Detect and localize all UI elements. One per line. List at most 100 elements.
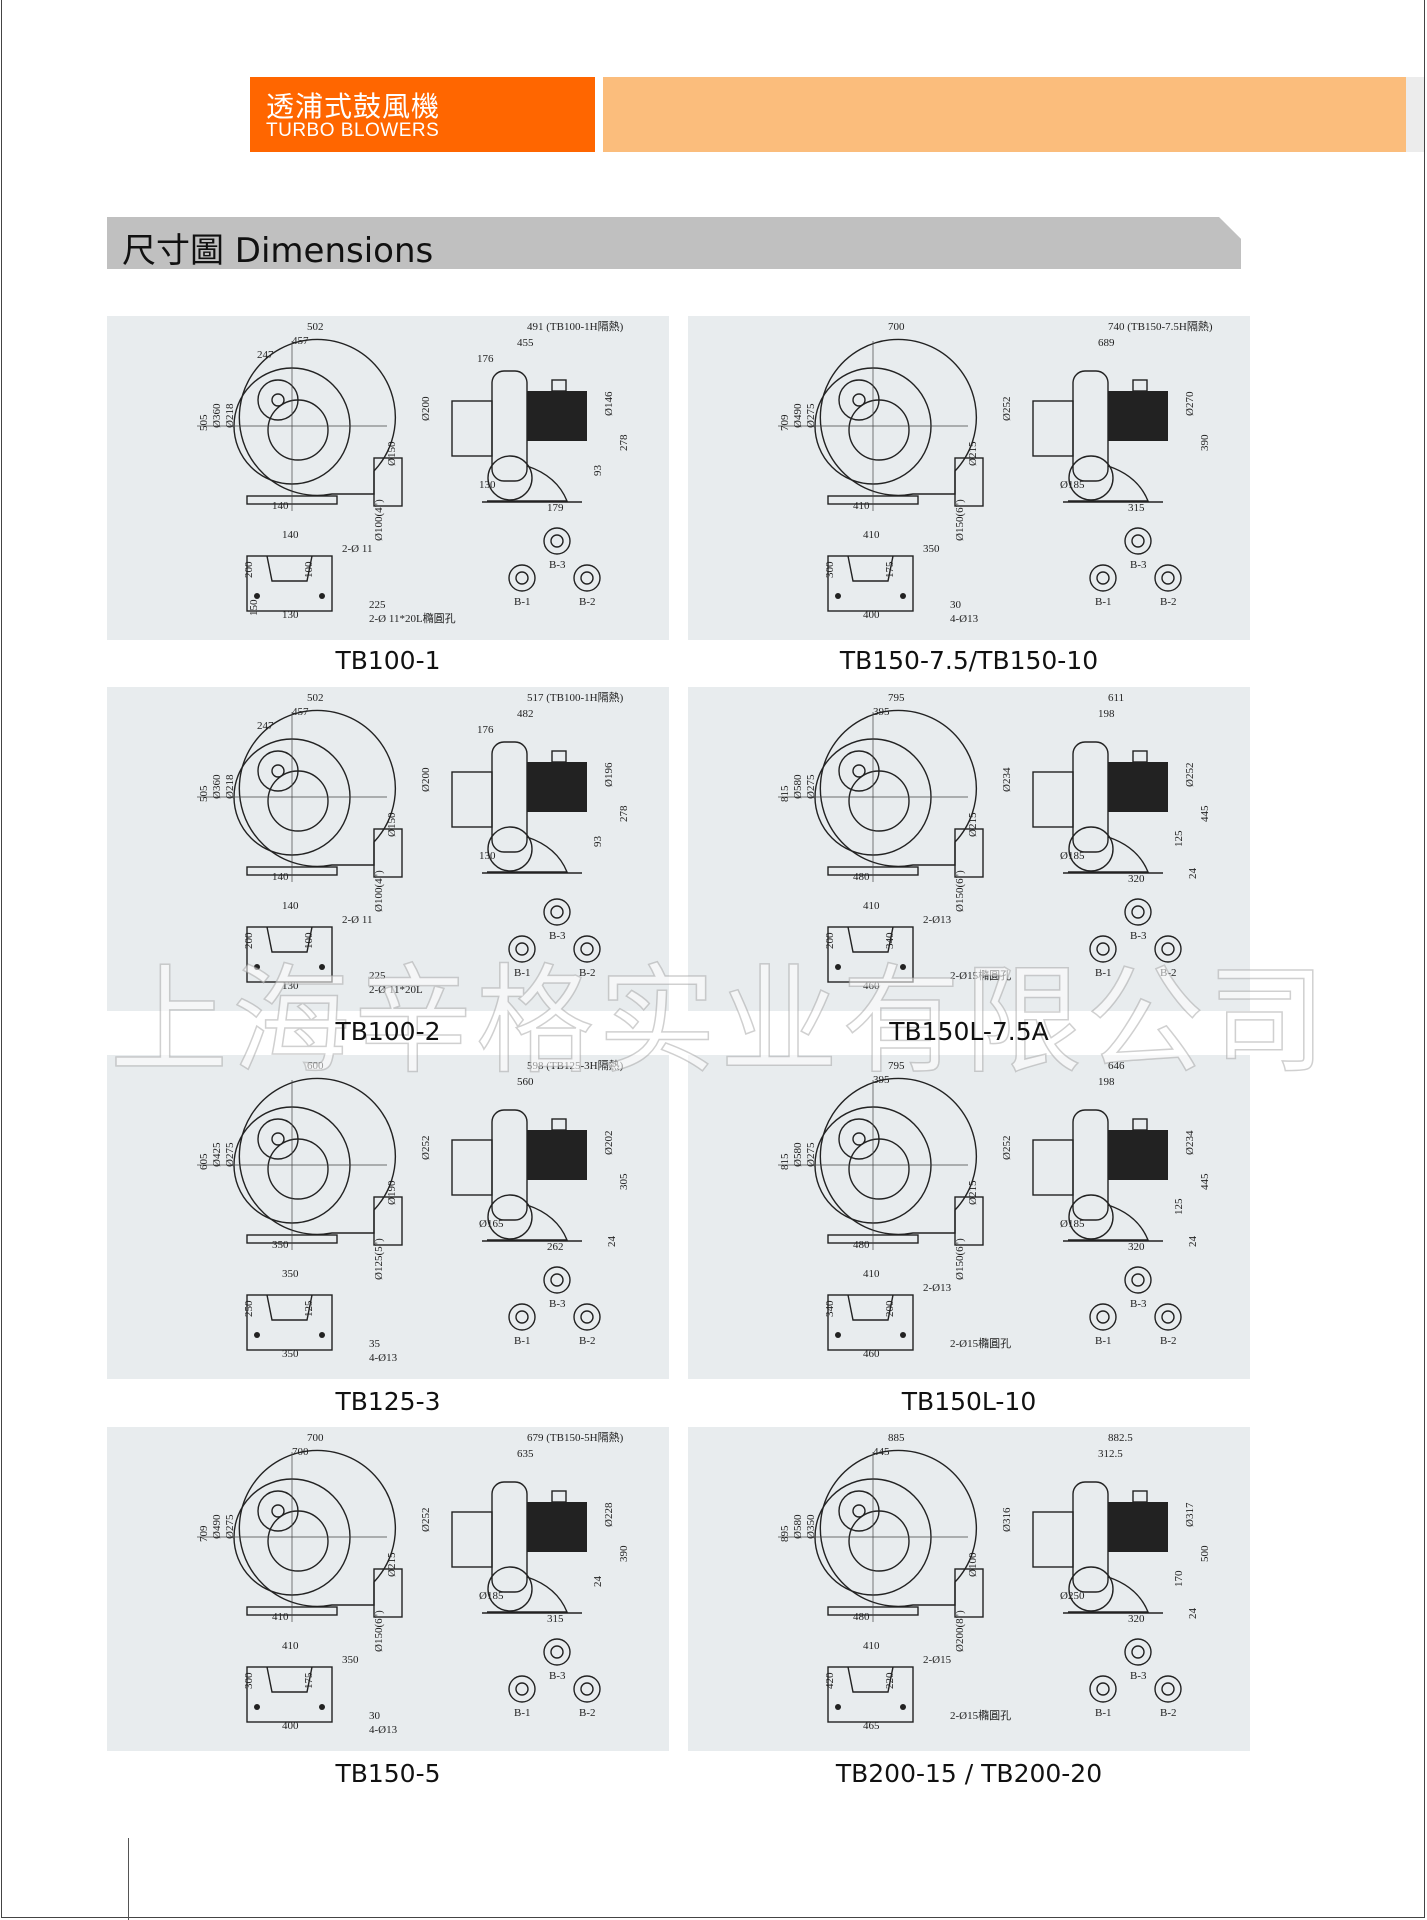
dimension-label: 93 bbox=[592, 465, 604, 477]
front-view bbox=[197, 1077, 403, 1250]
model-title: TB150L-7.5A bbox=[889, 1017, 1049, 1046]
mini-blower-icon bbox=[543, 898, 571, 926]
mount-label: B-1 bbox=[1095, 596, 1112, 608]
dimension-label: 278 bbox=[618, 805, 630, 822]
housing-side bbox=[1072, 1109, 1109, 1221]
housing-side bbox=[491, 1481, 528, 1593]
dimension-label: 4-Ø13 bbox=[369, 1352, 398, 1364]
header-accent-bar bbox=[603, 77, 1406, 152]
mount-hole bbox=[254, 964, 260, 970]
mount-label: B-1 bbox=[1095, 967, 1112, 979]
dimension-label: Ø360 bbox=[211, 403, 223, 428]
inlet-ring bbox=[267, 1510, 329, 1572]
mini-blower-icon bbox=[1124, 898, 1152, 926]
dimension-label: Ø252 bbox=[1184, 763, 1196, 787]
dimension-label: 130 bbox=[479, 850, 496, 862]
dimension-label: 175 bbox=[303, 1672, 315, 1689]
outlet-ring bbox=[487, 826, 533, 872]
mount-hole bbox=[319, 1332, 325, 1338]
dimension-label: 390 bbox=[1199, 434, 1211, 451]
mini-blower-icon bbox=[543, 1266, 571, 1294]
dimension-label: 795 bbox=[888, 1060, 905, 1072]
mount-hole bbox=[254, 1332, 260, 1338]
dimension-label: 410 bbox=[863, 1640, 880, 1652]
dimension-label: 491 (TB100-1H隔熱) bbox=[527, 320, 624, 333]
dimension-label: 689 bbox=[1098, 337, 1115, 349]
dimension-label: 2-Ø15 bbox=[923, 1654, 952, 1666]
base-plate bbox=[246, 555, 333, 612]
inlet-pipe bbox=[1032, 1511, 1074, 1568]
motor-hub bbox=[257, 379, 299, 421]
dimension-label: 320 bbox=[1128, 1613, 1145, 1625]
mini-blower-inlet bbox=[515, 571, 529, 585]
shaft bbox=[852, 764, 866, 778]
front-view bbox=[778, 338, 984, 511]
dimension-label: Ø275 bbox=[224, 1514, 236, 1539]
dimension-label: 350 bbox=[342, 1654, 359, 1666]
dimension-label: Ø100 bbox=[967, 1552, 979, 1577]
outlet-ring bbox=[1068, 1566, 1114, 1612]
dimension-label: 445 bbox=[1199, 1173, 1211, 1190]
support bbox=[487, 465, 569, 502]
dimension-label: Ø215 bbox=[967, 1180, 979, 1205]
dimension-label: Ø185 bbox=[1060, 850, 1085, 862]
mini-blower-inlet bbox=[515, 1682, 529, 1696]
motor-hub bbox=[838, 750, 880, 792]
inlet-pipe bbox=[1032, 400, 1074, 457]
housing-side bbox=[491, 1109, 528, 1221]
mount-label: B-1 bbox=[1095, 1335, 1112, 1347]
dimension-label: Ø250 bbox=[1060, 1590, 1085, 1602]
dimension-label: Ø215 bbox=[386, 1552, 398, 1577]
model-title: TB100-2 bbox=[335, 1017, 441, 1046]
dimension-label: 410 bbox=[863, 900, 880, 912]
base-outline bbox=[246, 926, 333, 983]
dimension-label: 646 bbox=[1108, 1060, 1125, 1072]
dimension-label: 350 bbox=[282, 1348, 299, 1360]
dimension-label: 305 bbox=[618, 1173, 630, 1190]
dimension-label: Ø275 bbox=[805, 774, 817, 799]
dimension-label: 611 bbox=[1108, 692, 1124, 704]
mount-label: B-1 bbox=[1095, 1707, 1112, 1719]
scroll-housing bbox=[238, 1449, 397, 1608]
scroll-housing bbox=[819, 1449, 978, 1608]
side-view bbox=[451, 370, 587, 503]
housing-side bbox=[1072, 741, 1109, 853]
dimension-label: 517 (TB100-1H隔熱) bbox=[527, 691, 624, 704]
dimension-label: 320 bbox=[1128, 873, 1145, 885]
dimension-label: 445 bbox=[1199, 805, 1211, 822]
inlet-pipe bbox=[451, 771, 493, 828]
mount-label: B-2 bbox=[579, 1335, 596, 1347]
dimension-label: 598 (TB125-3H隔熱) bbox=[527, 1059, 624, 1072]
base-outline bbox=[827, 1666, 914, 1723]
dimension-label: Ø218 bbox=[224, 774, 236, 799]
dimension-label: 175 bbox=[884, 561, 896, 578]
mount-label: B-3 bbox=[549, 559, 566, 571]
mini-blower-inlet bbox=[1131, 905, 1145, 919]
side-view bbox=[451, 1109, 587, 1242]
mount-hole bbox=[900, 1704, 906, 1710]
dimension-label: 455 bbox=[517, 337, 534, 349]
dimension-label: Ø190 bbox=[386, 1180, 398, 1205]
dimension-label: Ø100(4") bbox=[373, 870, 385, 912]
support bbox=[487, 836, 569, 873]
dimension-label: 635 bbox=[517, 1448, 534, 1460]
dimension-label: Ø196 bbox=[603, 762, 615, 787]
dimension-label: 457 bbox=[292, 335, 309, 347]
side-view bbox=[1032, 370, 1168, 503]
base-slot bbox=[847, 1294, 894, 1321]
dimension-label: 30 bbox=[950, 599, 962, 611]
shaft bbox=[852, 1504, 866, 1518]
front-view bbox=[197, 338, 403, 511]
outlet-flange bbox=[373, 457, 403, 507]
dimension-label: Ø185 bbox=[479, 1590, 504, 1602]
mini-blower-icon bbox=[573, 935, 601, 963]
dimension-label: 350 bbox=[923, 543, 940, 555]
